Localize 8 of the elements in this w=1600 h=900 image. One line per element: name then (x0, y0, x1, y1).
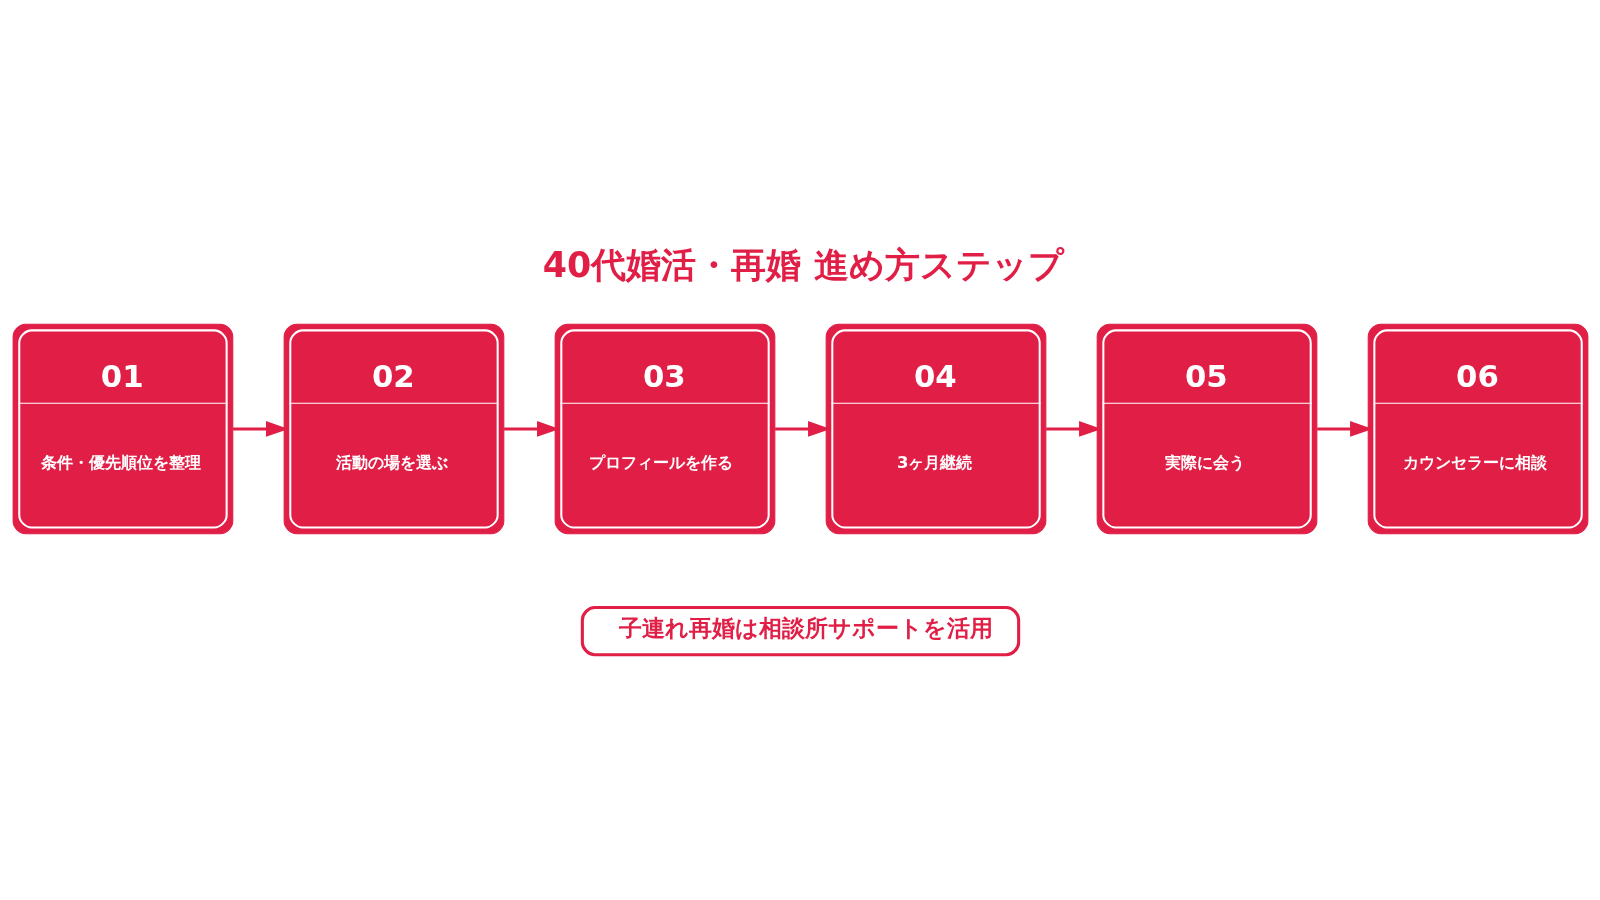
diagram-title: 40代婚活・再婚 進め方ステップ (542, 244, 1064, 285)
node-box: 03 プロフィールを作る (554, 323, 775, 534)
node-box: 01 条件・優先順位を整理 (12, 323, 233, 534)
node-box: 02 活動の場を選ぶ (283, 323, 504, 534)
node-box: 06 カウンセラーに相談 (1367, 323, 1588, 534)
node-box: 05 実際に会う (1096, 323, 1317, 534)
node-box: 04 3ヶ月継続 (825, 323, 1046, 534)
node-box: 子連れ再婚は相談所サポートを活用 (580, 605, 1020, 656)
